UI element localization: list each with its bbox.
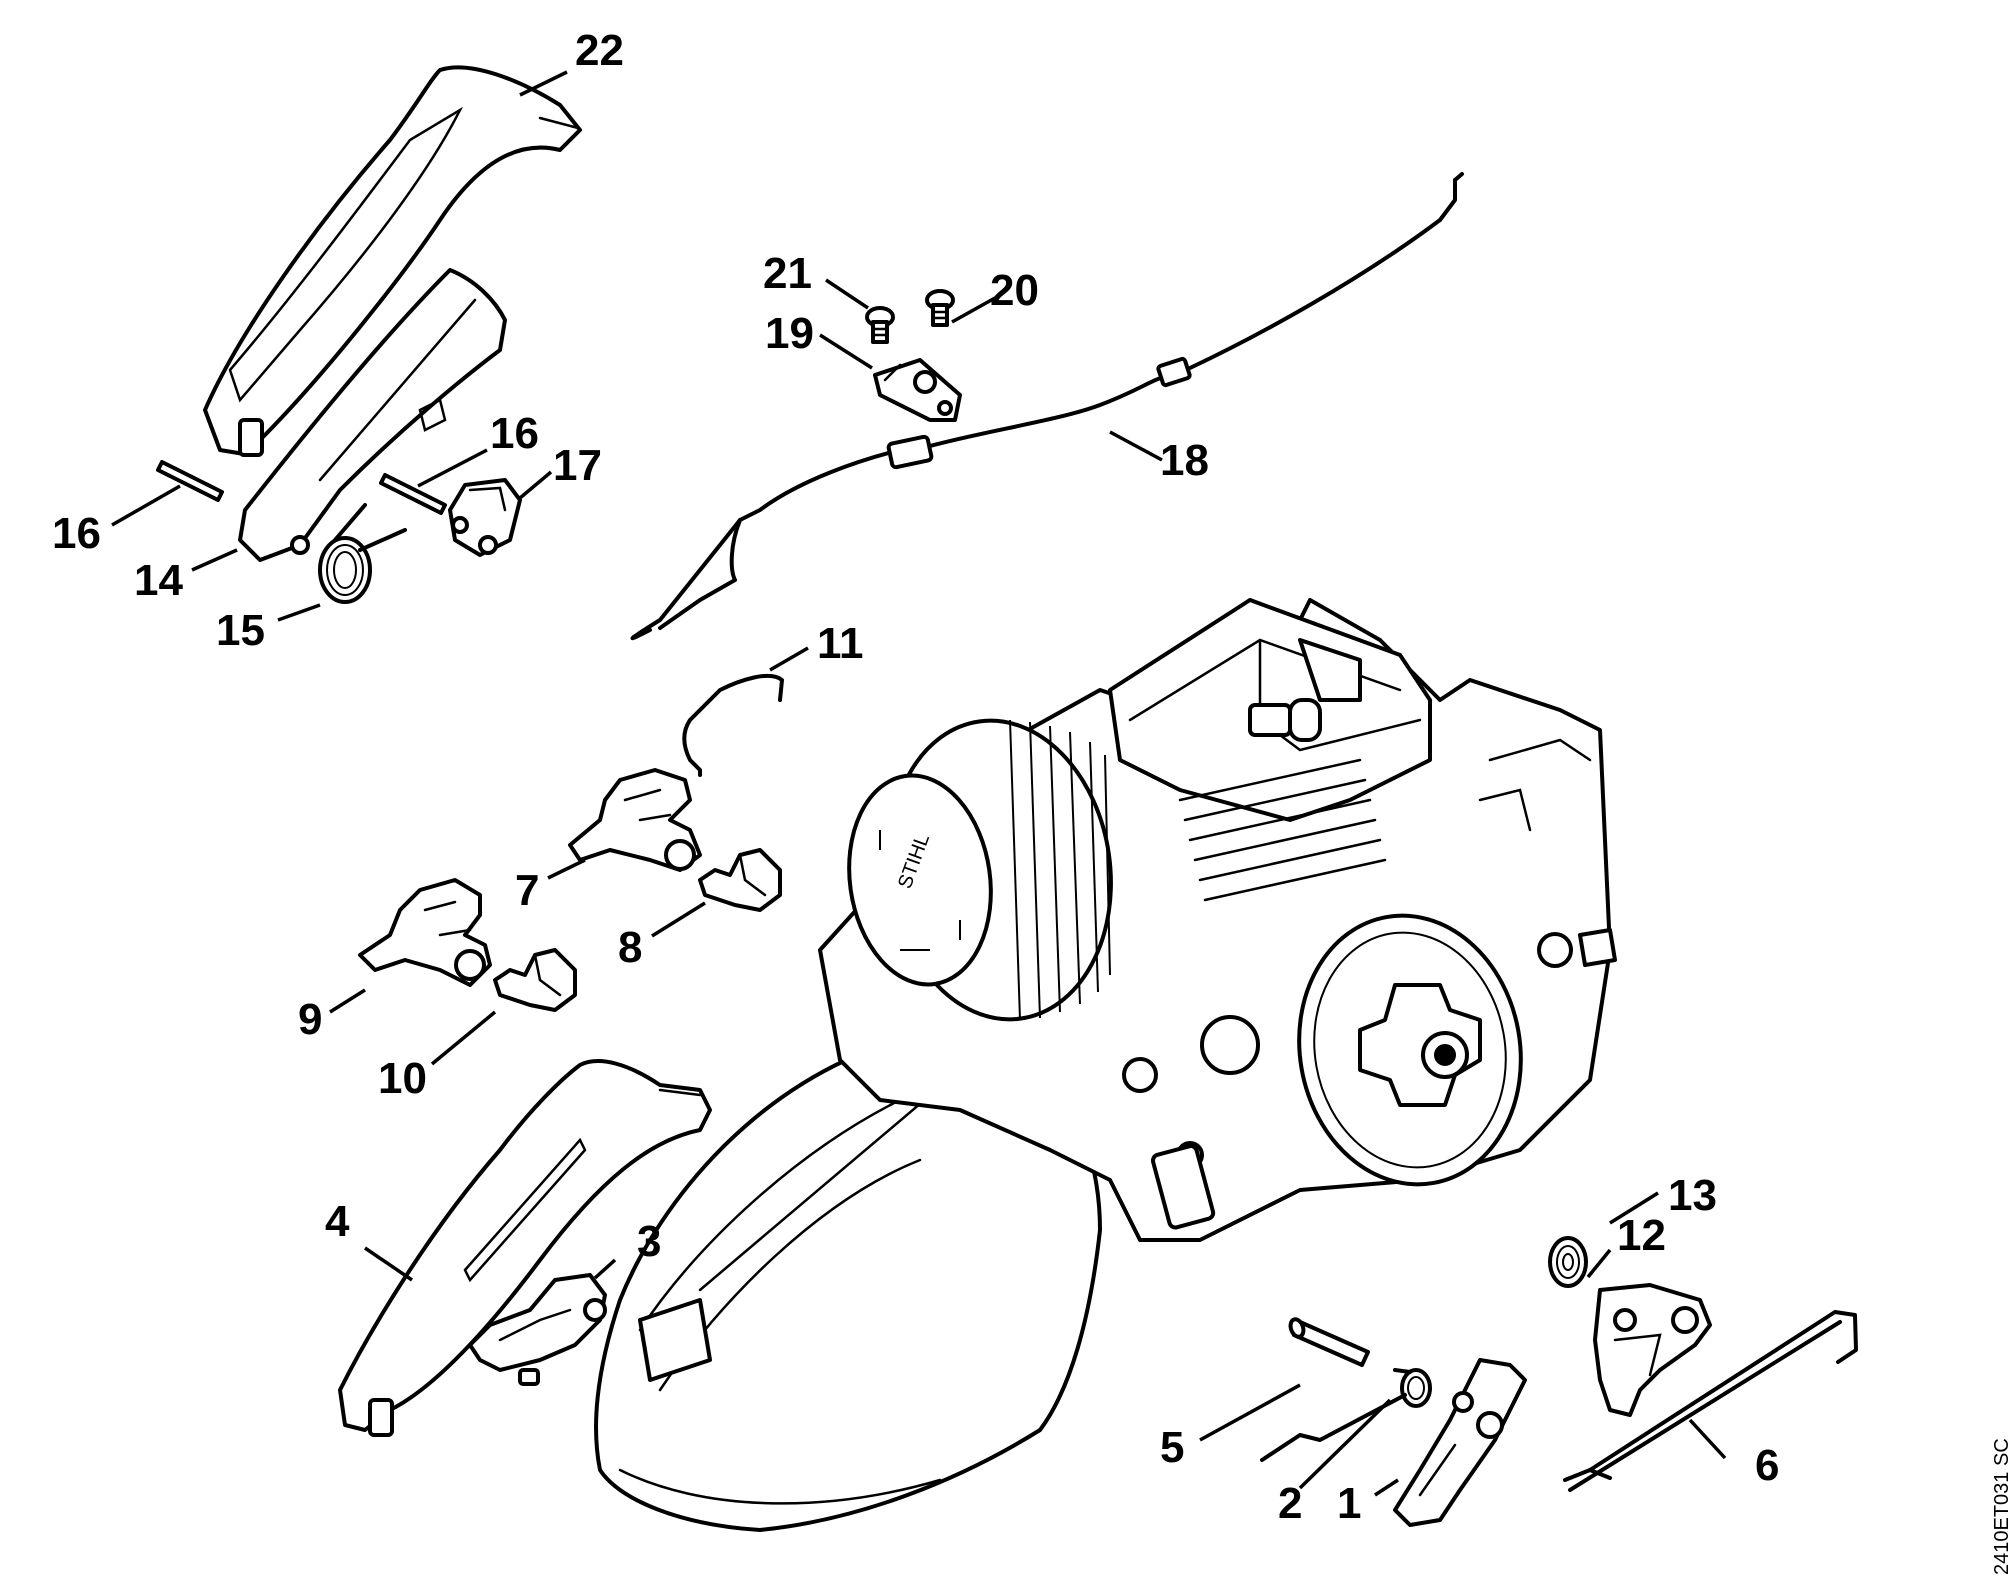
callout-20: 20: [990, 266, 1039, 315]
callout-1: 1: [1337, 1479, 1361, 1528]
leader-2: [1298, 1398, 1392, 1490]
callout-10: 10: [378, 1054, 427, 1103]
filter-pleats: [1009, 719, 1111, 1021]
part-10-clip: [493, 948, 577, 1012]
leader-12: [1586, 1248, 1612, 1279]
part-5-pin: [1288, 1317, 1370, 1367]
callout-5: 5: [1160, 1423, 1184, 1472]
part-14-handle-molding: [238, 268, 507, 562]
part-15-torsion-spring: [318, 503, 407, 604]
part-17-throttle-lock: [448, 478, 522, 557]
leader-21: [825, 278, 869, 310]
leader-7: [547, 858, 586, 880]
callout-numbers: 1 2 3 4 5 6 7 8 9 10 11 12 13 14 15 16 1…: [52, 26, 1779, 1528]
callout-21: 21: [763, 249, 812, 298]
leader-13: [1609, 1191, 1659, 1225]
leader-11: [769, 646, 809, 672]
drawing-code: 2410ET031 SC: [1991, 1438, 2013, 1575]
callout-7: 7: [515, 866, 539, 915]
callout-15: 15: [216, 606, 265, 655]
callout-6: 6: [1755, 1441, 1779, 1490]
callout-18: 18: [1160, 436, 1209, 485]
cylinder-fins: [1178, 758, 1387, 902]
leader-14: [191, 548, 238, 572]
part-18-throttle-cable: [630, 172, 1464, 641]
part-19-cable-clamp: [873, 358, 962, 422]
callout-8: 8: [618, 923, 642, 972]
leader-3: [593, 1258, 617, 1280]
chainsaw-powerhead: STIHL: [594, 598, 1617, 1532]
callout-3: 3: [637, 1217, 661, 1266]
callout-19: 19: [765, 309, 814, 358]
leader-18: [1109, 430, 1163, 462]
part-13-spring: [1548, 1236, 1588, 1288]
leader-8: [651, 901, 706, 938]
air-filter: STIHL: [847, 718, 1113, 1022]
callout-11: 11: [817, 619, 864, 668]
part-22-handle-molding-upper: [203, 65, 582, 457]
leader-9: [329, 988, 366, 1014]
callout-22: 22: [575, 26, 624, 75]
leader-20: [951, 296, 996, 324]
part-16-pin-right: [379, 473, 447, 515]
callout-13: 13: [1668, 1171, 1717, 1220]
part-3-throttle-lock: [468, 1273, 607, 1386]
callout-14: 14: [134, 556, 183, 605]
part-1-throttle-trigger: [1393, 1358, 1527, 1527]
part-12-lever: [1593, 1283, 1712, 1417]
leader-15: [277, 603, 321, 622]
part-6-rod: [1563, 1310, 1858, 1492]
part-20-screw: [925, 289, 955, 327]
part-11-rod: [682, 673, 784, 777]
leader-16a: [111, 484, 181, 527]
leader-22: [519, 70, 568, 97]
leader-4: [364, 1246, 413, 1282]
leader-17: [518, 470, 553, 500]
leader-1: [1374, 1478, 1399, 1497]
callout-16a: 16: [52, 509, 101, 558]
leader-6: [1688, 1418, 1727, 1460]
part-9-throttle-trigger: [358, 878, 492, 987]
callout-2: 2: [1278, 1479, 1302, 1528]
part-4-handle-molding-lower: [338, 1059, 712, 1437]
callout-9: 9: [298, 995, 322, 1044]
leader-19: [819, 333, 873, 370]
callout-17: 17: [553, 441, 602, 490]
callout-4: 4: [325, 1197, 350, 1246]
callout-16b: 16: [490, 409, 539, 458]
starter-flywheel: [1297, 913, 1523, 1187]
spark-plug: [1248, 698, 1322, 742]
callout-12: 12: [1617, 1211, 1666, 1260]
leader-5: [1199, 1383, 1301, 1442]
leader-10: [430, 1010, 497, 1066]
leader-16b: [417, 448, 488, 488]
leader-lines: [111, 70, 1727, 1497]
part-7-throttle-trigger: [568, 768, 702, 872]
part-16-pin-left: [156, 460, 224, 502]
part-8-clip: [698, 848, 782, 912]
part-2-torsion-spring: [1260, 1368, 1432, 1462]
part-21-screw: [865, 306, 895, 344]
